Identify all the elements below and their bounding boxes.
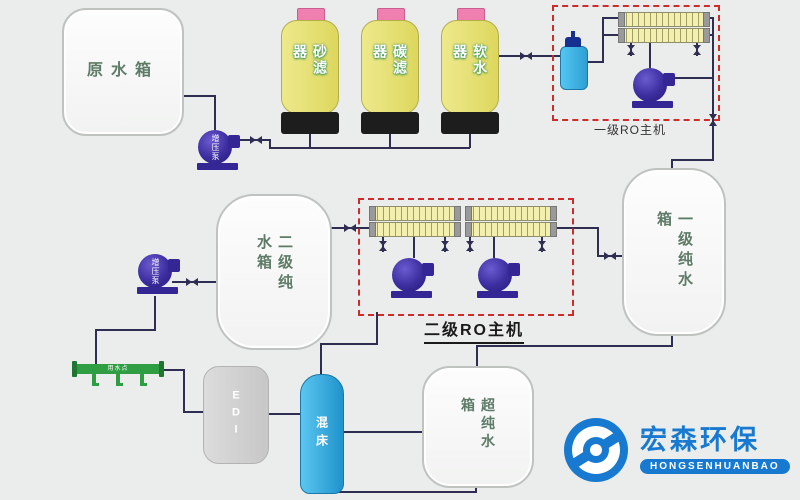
pump-outlet bbox=[228, 135, 240, 148]
pipe bbox=[413, 235, 495, 258]
pump-base bbox=[137, 287, 178, 294]
stage1-hp-pump bbox=[632, 68, 677, 114]
pump-base bbox=[391, 291, 432, 298]
valve-icon bbox=[186, 278, 198, 286]
filter-body: 软水器 bbox=[441, 20, 499, 114]
pipe bbox=[649, 41, 713, 79]
valve-icon bbox=[344, 224, 356, 232]
pipe bbox=[162, 369, 203, 413]
pump-base bbox=[632, 101, 673, 108]
ultrapure-water-tank: 超纯水箱 bbox=[422, 366, 534, 488]
pump-base bbox=[477, 291, 518, 298]
stage1-pure-water-tank: 一级纯水箱 bbox=[622, 168, 726, 336]
pump-body bbox=[633, 68, 667, 102]
softener-vessel: 软水器 bbox=[441, 8, 499, 142]
pipe bbox=[476, 332, 673, 366]
sand-filter-label: 砂滤器 bbox=[292, 44, 328, 76]
pipe bbox=[238, 139, 470, 149]
logo-mark-icon bbox=[564, 418, 628, 482]
valve-icon bbox=[627, 45, 635, 55]
stage2-hp-pump-2 bbox=[477, 258, 522, 304]
valve-icon bbox=[520, 52, 532, 60]
stage1-ro-label: 一级RO主机 bbox=[594, 123, 667, 137]
booster-pump-1: 增压泵 bbox=[197, 130, 242, 176]
manifold-pipe: 用水点 bbox=[72, 361, 164, 377]
stage2-pure-water-tank: 二级纯水箱 bbox=[216, 194, 332, 350]
stage2-pure-water-tank-label: 二级纯水箱 bbox=[255, 234, 293, 294]
pump-body bbox=[198, 130, 232, 164]
logo-text: 宏森环保 HONGSENHUANBAO bbox=[640, 425, 790, 474]
pump-outlet bbox=[422, 263, 434, 276]
ro-membrane-tube bbox=[618, 12, 710, 27]
manifold-label: 用水点 bbox=[107, 366, 129, 372]
ro-membrane-tube bbox=[369, 222, 461, 237]
stage2-hp-pump-1 bbox=[391, 258, 436, 304]
pipe bbox=[586, 17, 620, 63]
pump-body bbox=[392, 258, 426, 292]
valve-icon bbox=[379, 241, 387, 251]
valve-icon bbox=[538, 241, 546, 251]
tap-icon bbox=[92, 374, 99, 386]
tap-icon bbox=[140, 374, 147, 386]
cartridge-filter-stem bbox=[571, 31, 575, 37]
valve-icon bbox=[693, 45, 701, 55]
filter-body: 碳滤器 bbox=[361, 20, 419, 114]
pump-body bbox=[478, 258, 512, 292]
logo-subtitle: HONGSENHUANBAO bbox=[640, 458, 790, 474]
valve-icon bbox=[466, 241, 474, 251]
filter-base bbox=[441, 112, 499, 134]
ultrapure-water-tank-label: 超纯水箱 bbox=[460, 397, 496, 452]
water-use-point-manifold: 用水点 bbox=[72, 356, 164, 388]
cartridge-filter-cap bbox=[565, 37, 581, 47]
raw-water-tank-label: 原水箱 bbox=[86, 62, 159, 79]
pump-base bbox=[197, 163, 238, 170]
booster-pump-2: 增压泵 bbox=[137, 254, 182, 300]
pump-body bbox=[138, 254, 172, 288]
pipe bbox=[309, 132, 471, 148]
valve-icon bbox=[250, 136, 262, 144]
valve-icon bbox=[441, 241, 449, 251]
sand-filter-vessel: 砂滤器 bbox=[281, 8, 339, 142]
pump-label: 增压泵 bbox=[211, 134, 220, 161]
raw-water-tank: 原水箱 bbox=[62, 8, 184, 136]
edi-label: EDI bbox=[230, 389, 242, 441]
ro-membrane-tube bbox=[465, 206, 557, 221]
ro-membrane-tube bbox=[618, 28, 710, 43]
ro-membrane-tube bbox=[465, 222, 557, 237]
stage1-pure-water-tank-label: 一级纯水箱 bbox=[655, 211, 693, 291]
filter-body: 砂滤器 bbox=[281, 20, 339, 114]
stage2-ro-unit-box bbox=[358, 198, 574, 316]
stage1-ro-unit-box bbox=[552, 5, 720, 121]
pipe bbox=[95, 296, 156, 364]
mixed-bed-column: 混床 bbox=[300, 374, 344, 494]
cartridge-filter bbox=[560, 31, 588, 90]
tap-icon bbox=[116, 374, 123, 386]
ro-membrane-tube bbox=[369, 206, 461, 221]
softener-label: 软水器 bbox=[452, 44, 488, 76]
pump-outlet bbox=[168, 259, 180, 272]
company-logo: 宏森环保 HONGSENHUANBAO bbox=[562, 416, 790, 484]
pipe bbox=[180, 95, 216, 130]
pump-outlet bbox=[508, 263, 520, 276]
logo-name: 宏森环保 bbox=[640, 425, 760, 456]
edi-module: EDI bbox=[203, 366, 269, 464]
pump-outlet bbox=[663, 73, 675, 86]
filter-base bbox=[361, 112, 419, 134]
stage2-ro-label: 二级RO主机 bbox=[424, 316, 525, 344]
carbon-filter-vessel: 碳滤器 bbox=[361, 8, 419, 142]
pump-label: 增压泵 bbox=[151, 258, 160, 285]
pipe bbox=[320, 312, 378, 374]
filter-base bbox=[281, 112, 339, 134]
carbon-filter-label: 碳滤器 bbox=[372, 44, 408, 76]
mixed-bed-label: 混床 bbox=[314, 416, 329, 452]
valve-icon bbox=[604, 252, 616, 260]
